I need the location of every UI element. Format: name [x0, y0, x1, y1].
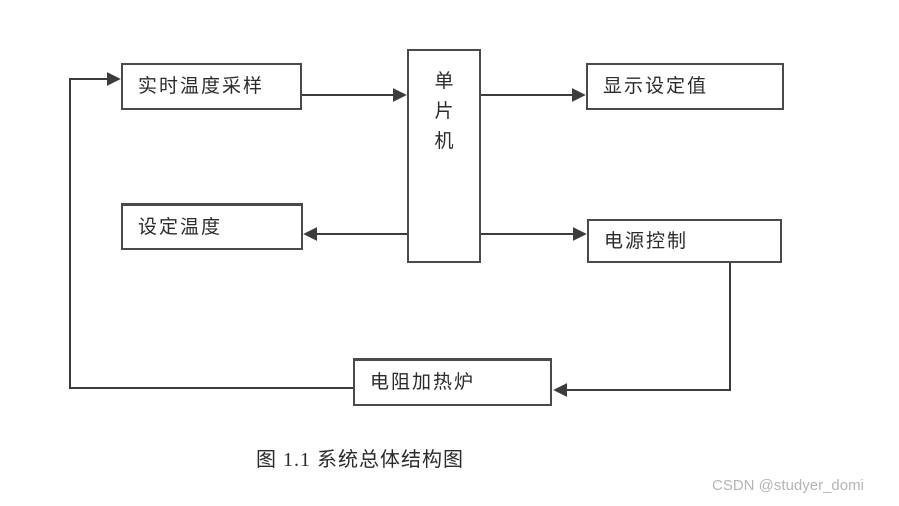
node-display-set-value: 显示设定值 — [586, 63, 784, 110]
edge-power-to-furnace — [553, 263, 731, 397]
node-set-temperature: 设定温度 — [121, 203, 303, 250]
node-label: 实时温度采样 — [138, 76, 265, 97]
node-label: 显示设定值 — [603, 76, 709, 97]
node-label: 电源控制 — [604, 230, 689, 252]
node-resistance-heating-furnace: 电阻加热炉 — [353, 358, 552, 406]
csdn-watermark: CSDN @studyer_domi — [712, 477, 864, 494]
edge-furnace-to-sampling — [69, 72, 353, 389]
node-microcontroller: 单片机 — [407, 49, 481, 263]
node-label: 单片机 — [434, 71, 454, 152]
node-realtime-temperature-sampling: 实时温度采样 — [121, 63, 302, 110]
node-label: 电阻加热炉 — [370, 372, 476, 393]
node-label: 设定温度 — [138, 216, 223, 238]
figure-caption: 图 1.1 系统总体结构图 — [256, 449, 464, 471]
node-power-control: 电源控制 — [587, 219, 782, 263]
